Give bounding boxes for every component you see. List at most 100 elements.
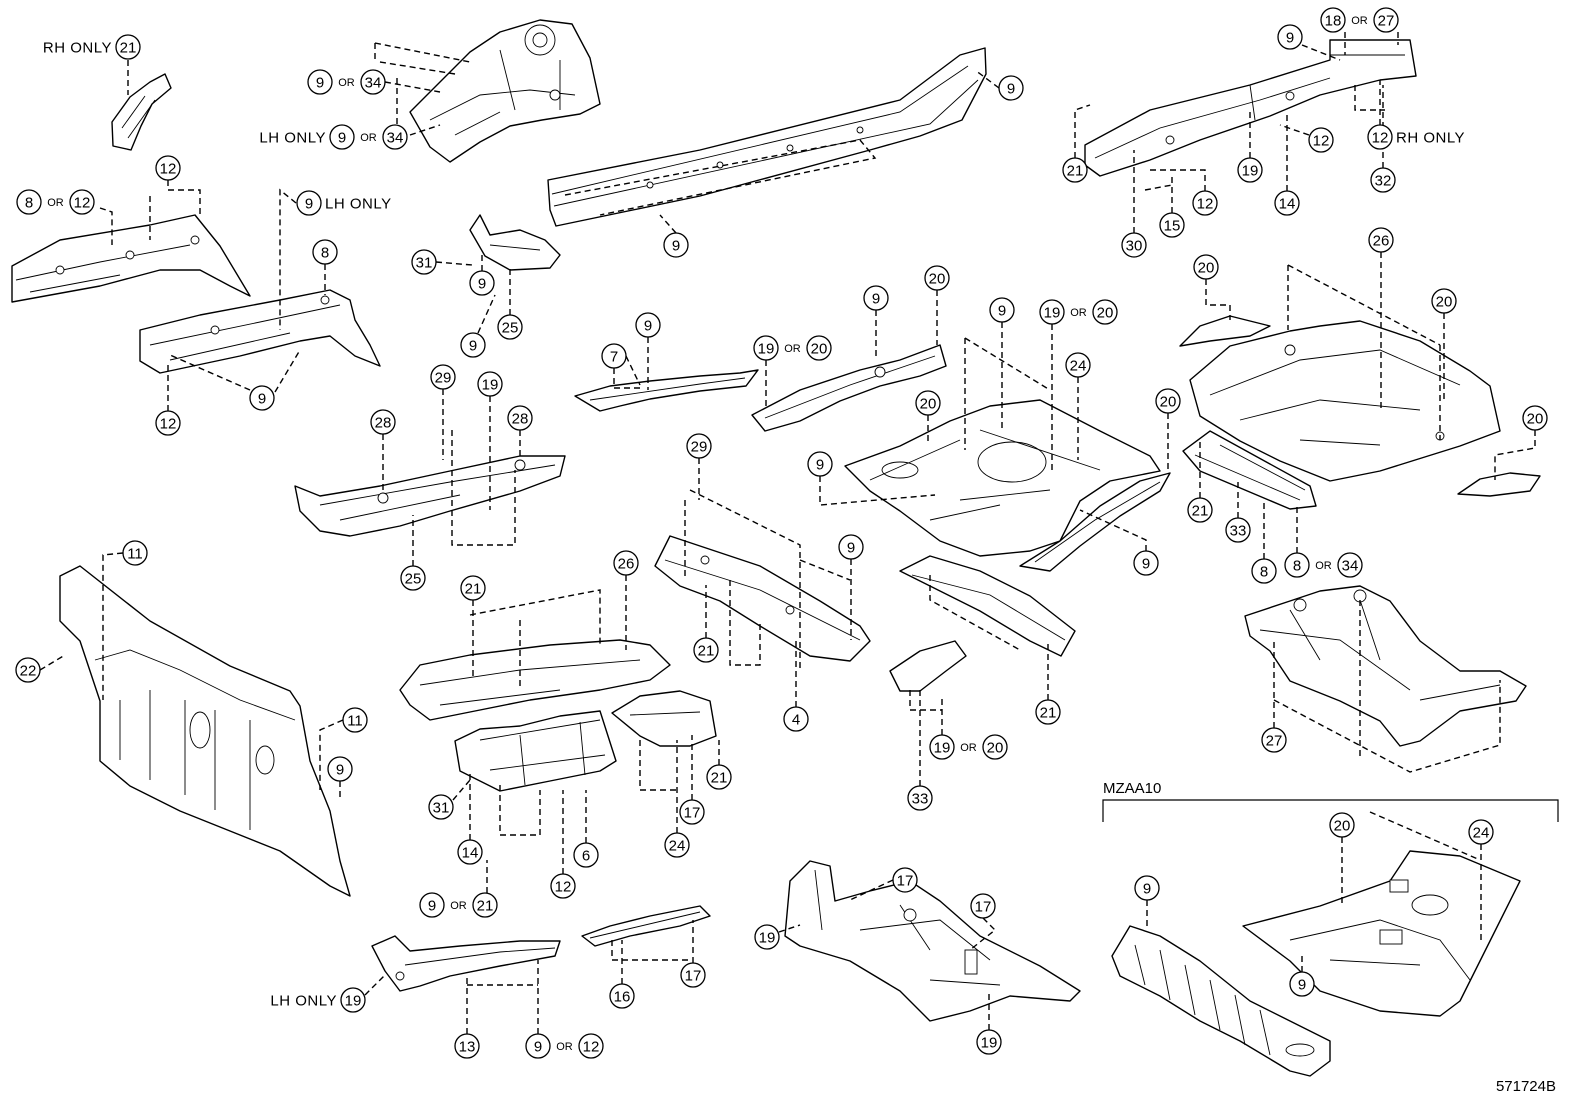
callout-21: 21 bbox=[693, 637, 719, 663]
front-floor-pan bbox=[294, 455, 566, 537]
callout-circle bbox=[1193, 254, 1219, 280]
callout-number: 33 bbox=[912, 791, 929, 808]
callout-number: 9 bbox=[428, 898, 436, 915]
callout-21: 21 RH ONLY bbox=[43, 34, 141, 60]
callout-circle bbox=[1121, 232, 1147, 258]
callout-circle bbox=[428, 794, 454, 820]
callout-circle bbox=[122, 540, 148, 566]
callout-17: 17 bbox=[970, 893, 996, 919]
parts-layer bbox=[11, 19, 1541, 1077]
callout-number: 29 bbox=[691, 439, 708, 456]
callout-note: RH ONLY bbox=[43, 40, 112, 57]
callout-alt-number: 12 bbox=[583, 1039, 600, 1056]
callout-or-label: OR bbox=[360, 132, 377, 144]
callout-alt-circle bbox=[69, 189, 95, 215]
callout-24: 24 bbox=[1468, 819, 1494, 845]
callout-11: 11 bbox=[122, 540, 148, 566]
callout-circle bbox=[1035, 699, 1061, 725]
callout-32: 32 bbox=[1370, 167, 1396, 193]
callout-27: 27 bbox=[1261, 727, 1287, 753]
callout-circle bbox=[550, 873, 576, 899]
callout-number: 19 bbox=[758, 341, 775, 358]
callout-number: 12 bbox=[1372, 130, 1389, 147]
callout-number: 31 bbox=[416, 255, 433, 272]
callout-number: 21 bbox=[1192, 503, 1209, 520]
callout-21: 21 bbox=[706, 764, 732, 790]
callout-13: 13 bbox=[454, 1033, 480, 1059]
callout-9: 9 bbox=[989, 297, 1015, 323]
callout-8: 8 bbox=[312, 239, 338, 265]
callout-14: 14 bbox=[1274, 190, 1300, 216]
rear-floor-small-bracket bbox=[1457, 472, 1541, 497]
rear-floor-crossmember bbox=[1182, 430, 1317, 510]
callout-circle bbox=[370, 409, 396, 435]
callout-26: 26 bbox=[1368, 227, 1394, 253]
callout-circle bbox=[1277, 24, 1303, 50]
callout-alt-circle bbox=[982, 734, 1008, 760]
callout-circle bbox=[460, 575, 486, 601]
callout-9: 9 bbox=[998, 75, 1024, 101]
dash-panel bbox=[59, 565, 351, 897]
callout-21: 21 bbox=[1187, 497, 1213, 523]
callout-alt-number: 27 bbox=[1378, 13, 1395, 30]
callout-circle bbox=[1133, 550, 1159, 576]
callout-17: 17 bbox=[679, 799, 705, 825]
callout-alt-circle bbox=[472, 892, 498, 918]
callout-14: 14 bbox=[457, 839, 483, 865]
callout-number: 21 bbox=[698, 643, 715, 660]
callout-number: 11 bbox=[127, 546, 143, 563]
callout-circle bbox=[892, 867, 918, 893]
callout-number: 8 bbox=[1293, 558, 1301, 575]
callout-circle bbox=[1225, 517, 1251, 543]
callout-circle bbox=[1320, 7, 1346, 33]
callout-number: 9 bbox=[1298, 977, 1306, 994]
callout-number: 14 bbox=[462, 845, 479, 862]
callout-30: 30 bbox=[1121, 232, 1147, 258]
callout-circle bbox=[327, 756, 353, 782]
callout-9: 9 bbox=[469, 270, 495, 296]
callout-20: 20 bbox=[1155, 388, 1181, 414]
callout-note: LH ONLY bbox=[259, 130, 326, 147]
callout-circle bbox=[1522, 405, 1548, 431]
callout-alt-circle bbox=[1337, 552, 1363, 578]
callout-number: 11 bbox=[347, 713, 363, 730]
mzaa10-side-member bbox=[1111, 925, 1331, 1077]
callout-circle bbox=[753, 335, 779, 361]
callout-7: 7 bbox=[601, 343, 627, 369]
callout-number: 9 bbox=[1286, 30, 1294, 47]
callout-number: 21 bbox=[1040, 705, 1057, 722]
callout-or-label: OR bbox=[338, 77, 355, 89]
callout-4: 4 bbox=[783, 706, 809, 732]
rear-floor-crossmember-center bbox=[899, 555, 1076, 657]
callout-19: 19 bbox=[976, 1029, 1002, 1055]
callout-or-label: OR bbox=[784, 343, 801, 355]
callout-22: 22 bbox=[15, 657, 41, 683]
callout-circle bbox=[1192, 190, 1218, 216]
callout-circle bbox=[477, 371, 503, 397]
callout-number: 21 bbox=[120, 40, 137, 57]
callout-9: 9 bbox=[1277, 24, 1303, 50]
floor-rail bbox=[581, 905, 711, 947]
callout-circle bbox=[609, 983, 635, 1009]
callout-number: 30 bbox=[1126, 238, 1143, 255]
callout-circle bbox=[340, 987, 366, 1013]
callout-number: 9 bbox=[872, 291, 880, 308]
callout-8: 8 bbox=[1251, 558, 1277, 584]
callout-number: 9 bbox=[469, 338, 477, 355]
callout-17: 17 bbox=[680, 962, 706, 988]
callout-number: 32 bbox=[1375, 173, 1392, 190]
front-side-member-left bbox=[11, 214, 251, 303]
callout-number: 7 bbox=[610, 349, 618, 366]
callout-circle bbox=[400, 565, 426, 591]
callout-circle bbox=[1065, 352, 1091, 378]
front-side-member-lower bbox=[139, 289, 381, 374]
callout-circle bbox=[693, 637, 719, 663]
callout-number: 9 bbox=[316, 75, 324, 92]
callout-24: 24 bbox=[1065, 352, 1091, 378]
callout-9: 9 bbox=[460, 332, 486, 358]
